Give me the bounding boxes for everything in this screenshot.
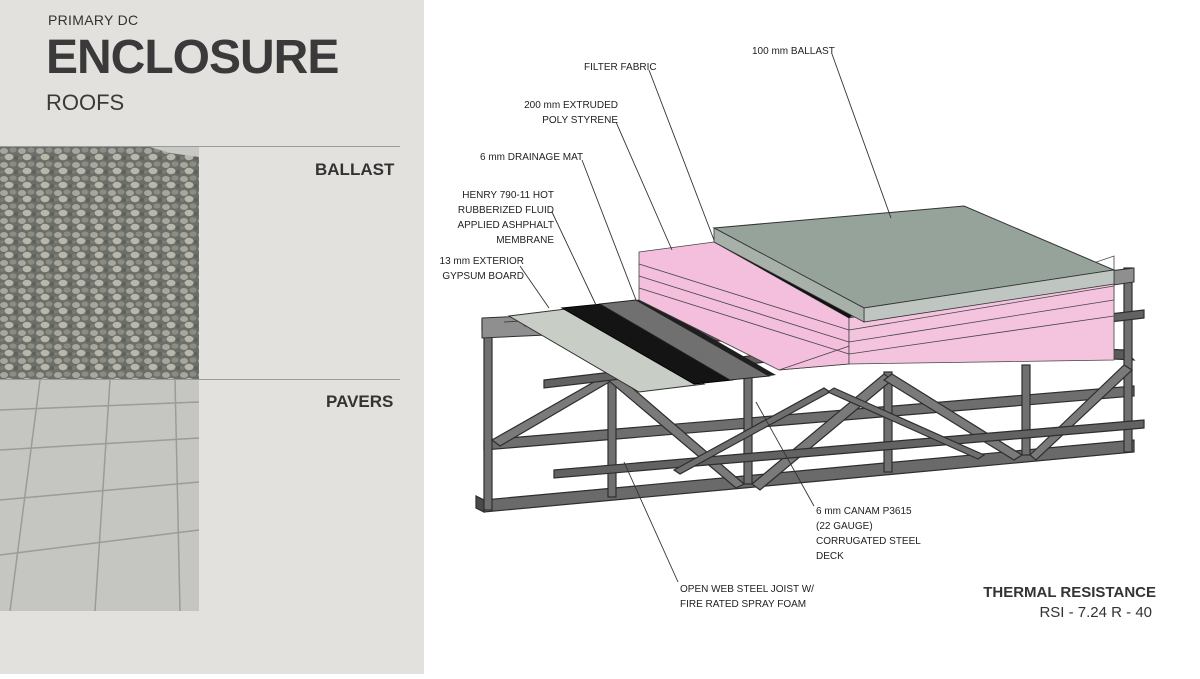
callout-gypsum-line: 13 mm EXTERIOR [439,256,524,267]
section-label-ballast: BALLAST [315,160,395,179]
xps-insulation [638,241,1115,371]
callout-ballast: 100 mm BALLAST [752,46,835,57]
callout-membrane-line: HENRY 790-11 HOT [462,190,554,201]
eyebrow-label: PRIMARY DC [48,12,139,28]
thermal-resistance-value: RSI - 7.24 R - 40 [1039,604,1152,621]
callout-xps: 200 mm EXTRUDED POLY STYRENE [524,98,618,128]
page-subtitle: ROOFS [46,90,125,115]
pavers-photo [0,380,199,611]
callout-membrane-line: RUBBERIZED FLUID [457,205,554,216]
callout-steel-joist: OPEN WEB STEEL JOIST W/ FIRE RATED SPRAY… [680,582,814,612]
callout-deck-line: 6 mm CANAM P3615 [816,506,912,517]
gypsum-board [507,307,706,393]
callout-leaders [519,53,892,583]
callout-gypsum-line: GYPSUM BOARD [442,271,524,282]
callout-membrane-line: APPLIED ASHPHALT [457,220,554,231]
callout-membrane-line: MEMBRANE [496,235,554,246]
callout-filter-fabric: FILTER FABRIC [584,62,657,73]
section-divider [0,146,400,147]
callout-membrane: HENRY 790-11 HOT RUBBERIZED FLUID APPLIE… [456,188,554,248]
membrane-band [636,299,776,376]
callout-gypsum: 13 mm EXTERIOR GYPSUM BOARD [424,254,524,284]
callout-drainage-mat: 6 mm DRAINAGE MAT [480,152,584,163]
callout-deck-line: CORRUGATED STEEL [816,536,921,547]
callout-xps-line: 200 mm EXTRUDED [524,100,618,111]
callout-joist-line: FIRE RATED SPRAY FOAM [680,599,807,610]
ballast-slab [712,205,1116,323]
page-title: ENCLOSURE [46,31,339,84]
thermal-resistance-title: THERMAL RESISTANCE [983,584,1156,601]
left-panel: PRIMARY DC ENCLOSURE ROOFS BALLAST PAVER… [0,0,424,674]
callout-joist-line: OPEN WEB STEEL JOIST W/ [680,584,814,595]
roof-assembly-diagram: 100 mm BALLAST FILTER FABRIC 200 mm EXTR… [424,0,1200,674]
roof-assembly-drawing [475,53,1145,583]
callout-xps-line: POLY STYRENE [542,115,618,126]
callout-deck-line: DECK [816,551,844,562]
ballast-photo [0,147,199,379]
section-label-pavers: PAVERS [326,392,394,411]
callout-steel-deck: 6 mm CANAM P3615 (22 GAUGE) CORRUGATED S… [816,504,921,564]
callout-deck-line: (22 GAUGE) [816,521,873,532]
section-divider [0,379,400,380]
